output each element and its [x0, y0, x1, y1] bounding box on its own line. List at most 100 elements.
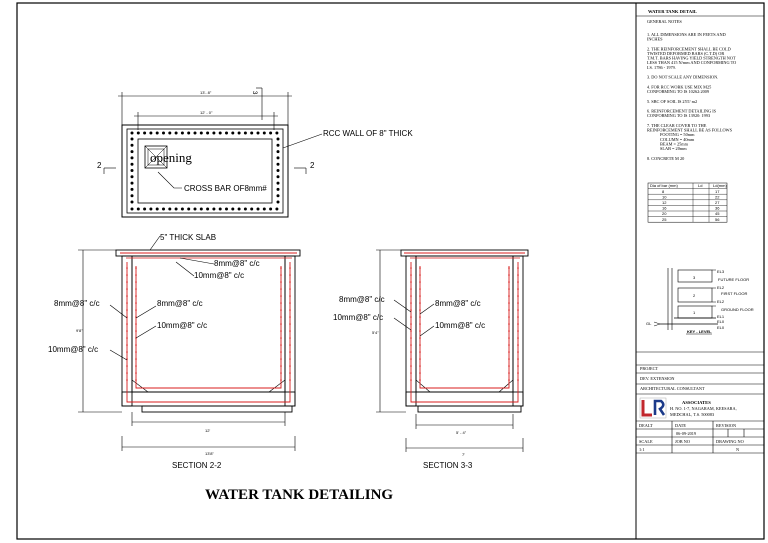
rebar-dot — [517, 337, 519, 339]
rebar-dot — [419, 344, 421, 346]
tb-date-value: 06-09-2019 — [676, 431, 696, 436]
s33-caption: SECTION 3-3 — [423, 461, 473, 470]
rebar-dot — [280, 302, 282, 304]
rebar-dot — [508, 274, 510, 276]
rebar-dot — [289, 281, 291, 283]
rebar-dot — [419, 302, 421, 304]
rebar-dot — [135, 288, 137, 290]
rebar-dot — [289, 351, 291, 353]
rebar-dot — [289, 365, 291, 367]
rebar-dot — [410, 267, 412, 269]
s22-left-bar-2: 10mm@8" c/c — [48, 345, 98, 354]
rebar-dot — [136, 207, 140, 211]
rebar-dot — [155, 207, 159, 211]
lap-table-header: Ld — [698, 183, 702, 188]
rebar-dot — [419, 281, 421, 283]
rebar-dot — [517, 358, 519, 360]
rebar-dot — [126, 351, 128, 353]
rebar-dot — [180, 131, 184, 135]
rebar-dot — [130, 150, 134, 154]
rebar-dot — [280, 316, 282, 318]
rebar-dot — [517, 309, 519, 311]
rebar-dot — [419, 330, 421, 332]
rebar-dot — [517, 344, 519, 346]
rebar-dot — [280, 358, 282, 360]
tb-heading: WATER TANK DETAIL — [648, 9, 697, 14]
rebar-dot — [199, 207, 203, 211]
rebar-dot — [130, 131, 134, 135]
rebar-dot — [410, 344, 412, 346]
rebar-dot — [289, 267, 291, 269]
key-floor-number-3: 3 — [693, 275, 696, 280]
rebar-dot — [218, 131, 222, 135]
tb-job-label: JOB NO — [675, 439, 690, 444]
s33-inner-bar-2: 10mm@8" c/c — [435, 321, 485, 330]
rebar-dot — [155, 131, 159, 135]
rebar-dot — [410, 337, 412, 339]
section-2-2-rebar-dots — [126, 267, 291, 381]
rebar-dot — [410, 274, 412, 276]
rebar-dot — [276, 200, 280, 204]
rebar-dot — [508, 379, 510, 381]
key-level-caption: KEY - LEVEL — [687, 329, 712, 334]
plan-section-mark-top: 3 — [251, 91, 257, 95]
plan-wall-label: RCC WALL OF 8" THICK — [323, 129, 413, 138]
key-el-2: EL2 — [717, 285, 725, 290]
rebar-dot — [508, 358, 510, 360]
plan-section-mark-right: 2 — [310, 161, 315, 170]
rebar-dot — [135, 379, 137, 381]
rebar-dot — [419, 379, 421, 381]
rebar-dot — [289, 330, 291, 332]
lap-table-cell: 10 — [662, 194, 667, 199]
rebar-dot — [126, 274, 128, 276]
rebar-dot — [149, 207, 153, 211]
rebar-dot — [410, 316, 412, 318]
rebar-dot — [180, 207, 184, 211]
s22-inner-bar-2: 10mm@8" c/c — [157, 321, 207, 330]
key-el-5: EL0 — [717, 319, 725, 324]
tb-firm-name: ASSOCIATES — [682, 400, 711, 405]
rebar-dot — [130, 137, 134, 141]
rebar-dot — [135, 295, 137, 297]
rebar-dot — [187, 207, 191, 211]
rebar-dot — [276, 175, 280, 179]
rebar-dot — [135, 323, 137, 325]
tb-dealt-label: DEALT — [639, 423, 653, 428]
lap-table-cell: 27 — [715, 200, 720, 205]
rebar-dot — [289, 302, 291, 304]
rebar-dot — [419, 295, 421, 297]
rebar-dot — [275, 207, 279, 211]
rebar-dot — [256, 131, 260, 135]
rebar-dot — [126, 330, 128, 332]
tb-note-line: INCHES — [647, 37, 663, 42]
rebar-dot — [276, 169, 280, 172]
s22-caption: SECTION 2-2 — [172, 461, 222, 470]
section-3-3: 5'4" 5' - 4" 7' 8mm@8" c/c 10mm@8" c/c 8… — [333, 249, 529, 470]
rebar-dot — [130, 187, 134, 191]
rebar-dot — [410, 330, 412, 332]
tb-note-line: 7. THE CLEAR COVER TO THE — [647, 123, 707, 128]
rebar-dot — [410, 309, 412, 311]
tb-note-line: CONFORMING TO IS 10262:2009 — [647, 89, 709, 94]
tb-project-value: DEV. EXTENSION — [640, 376, 675, 381]
rebar-dot — [276, 181, 280, 185]
rebar-dot — [136, 131, 140, 135]
rebar-dot — [276, 187, 280, 191]
rebar-dot — [508, 344, 510, 346]
rebar-dot — [162, 131, 165, 135]
rebar-dot — [517, 267, 519, 269]
s33-dim-height: 5'4" — [372, 330, 379, 335]
rebar-dot — [130, 200, 134, 204]
title-block: WATER TANK DETAIL GENERAL NOTES 1. ALL D… — [636, 9, 764, 454]
rebar-dot — [237, 207, 241, 211]
rebar-dot — [135, 267, 137, 269]
rebar-dot — [130, 194, 134, 198]
rebar-dot — [289, 379, 291, 381]
firm-logo — [639, 397, 667, 419]
tb-note-line: REINFORCEMENT SHALL BE AS FOLLOWS — [647, 128, 733, 133]
rebar-dot — [126, 267, 128, 269]
lap-table-cell: 36 — [715, 206, 720, 211]
rebar-dot — [508, 330, 510, 332]
rebar-dot — [135, 316, 137, 318]
